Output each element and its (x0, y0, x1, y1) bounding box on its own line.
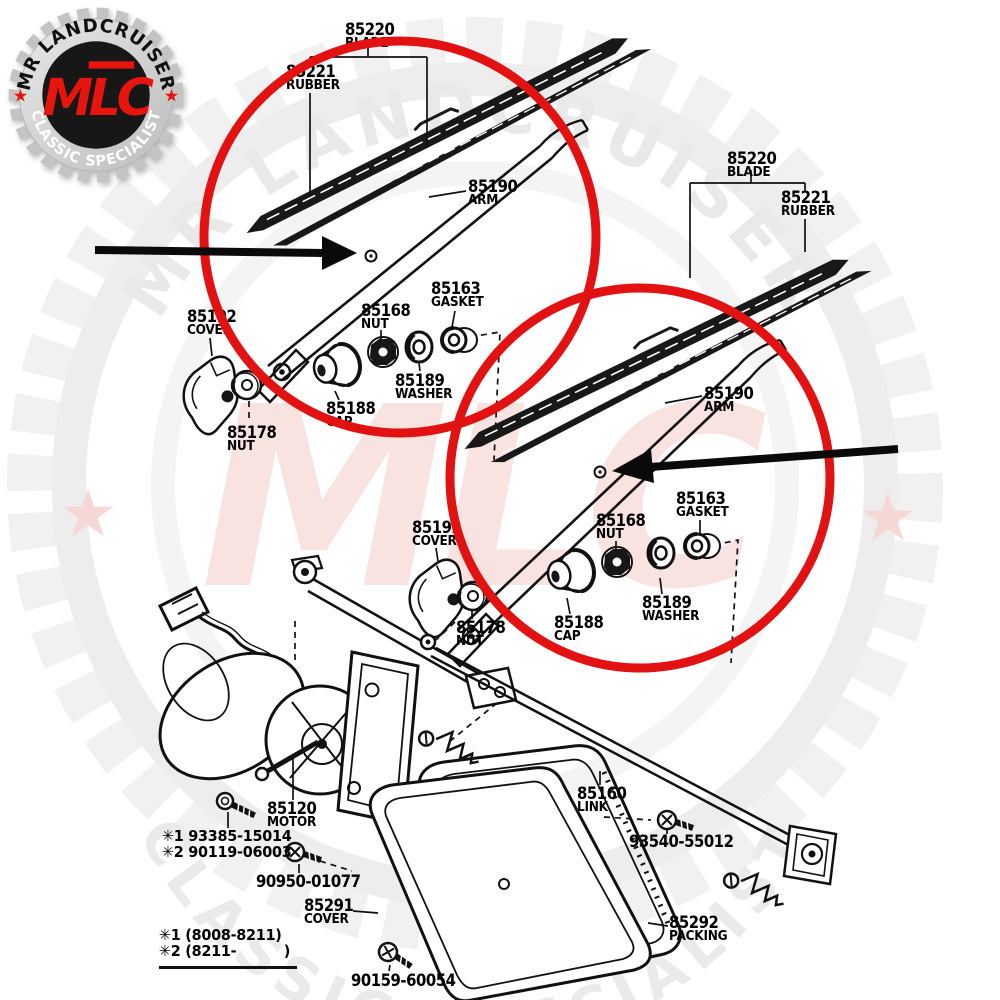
label-cover-screw: 90159-60054 (351, 971, 456, 990)
svg-text:MR LANDCRUISER: MR LANDCRUISER (14, 15, 179, 93)
svg-text:CLASSIC SPECIALIST: CLASSIC SPECIALIST (27, 108, 164, 170)
note-motor-bolts: ✳1 93385-15014 ✳2 90119-06003 (162, 828, 292, 861)
cover-screw-part (376, 941, 415, 969)
arm-nut-1-part (367, 336, 399, 368)
badge-star-left-icon: ★ (13, 86, 28, 106)
arm-nut-2-part (601, 546, 633, 578)
part-number: 90950-01077 (256, 872, 361, 891)
highlight-circle-2 (445, 283, 835, 673)
badge-monogram-bar (88, 61, 135, 69)
part-name: NUT (456, 633, 484, 650)
label-tapping-screw: 93540-55012 (629, 832, 734, 851)
tapping-screw-part (658, 811, 693, 831)
part-name: BLADE (727, 164, 771, 181)
badge-monogram: MLC (43, 69, 154, 128)
badge-gear-edge (8, 7, 184, 183)
part-name: NUT (596, 526, 624, 543)
part-name: WASHER (395, 386, 453, 403)
part-name: NUT (227, 438, 255, 455)
badge-arc-top-text: MR LANDCRUISER (14, 15, 178, 93)
washer-1-part (406, 332, 432, 362)
wiper-blade-1-drawing (236, 15, 659, 261)
part-name: COVER (304, 911, 349, 928)
part-name: COVER (187, 322, 232, 339)
pivot-nut-2-part (456, 580, 489, 612)
wiper-motor-drawing (157, 585, 420, 826)
packing-drawing (417, 744, 682, 993)
watermark-star-left-icon: ★ (58, 475, 117, 552)
part-name: ARM (704, 399, 735, 416)
watermark-star-right-icon: ★ (858, 479, 917, 556)
badge-star-right-icon: ★ (164, 86, 180, 106)
part-name: RUBBER (286, 77, 340, 94)
note-underline (159, 966, 297, 969)
link-spring-screw-2 (720, 857, 789, 923)
part-name: PACKING (669, 928, 728, 945)
part-number: 93540-55012 (629, 832, 734, 851)
gasket-2-part (683, 532, 722, 560)
part-name: BLADE (345, 35, 389, 52)
badge-inner-disc (42, 41, 150, 149)
wiper-blade-2-drawing (454, 236, 879, 477)
arrow-left-icon (94, 236, 357, 270)
cap-1-part (308, 338, 366, 394)
part-name: ARM (468, 192, 499, 209)
part-number: 90159-60054 (351, 971, 456, 990)
wiper-arm-1-drawing (256, 118, 590, 404)
mr-landcruiser-badge: MR LANDCRUISER CLASSIC SPECIALIST ★ ★ ML… (8, 7, 184, 183)
part-name: GASKET (431, 294, 484, 311)
part-name: WASHER (642, 608, 700, 625)
part-name: GASKET (676, 504, 729, 521)
cap-2-part (542, 544, 600, 600)
watermark-gear-ring (7, 17, 943, 953)
link-spring-screw-1 (415, 715, 484, 781)
part-name: RUBBER (781, 203, 835, 220)
note-line: ✳2 (8211- ) (159, 941, 291, 960)
part-name: LINK (577, 799, 608, 816)
label-grommet-screw: 90950-01077 (256, 872, 361, 891)
part-name: CAP (554, 628, 581, 645)
pivot-nut-1-part (230, 369, 263, 401)
wiper-link-drawing (290, 554, 838, 923)
part-name: NUT (361, 316, 389, 333)
note-line: ✳2 90119-06003 (162, 842, 292, 861)
arrow-right-icon (612, 445, 899, 483)
badge-arc-bottom-text: CLASSIC SPECIALIST (27, 108, 163, 170)
note-production-range: ✳1 (8008-8211) ✳2 (8211- ) (159, 927, 291, 960)
gasket-1-part (440, 326, 479, 354)
washer-2-part (648, 538, 674, 568)
part-name: COVER (412, 533, 457, 550)
motor-bolt-part (214, 792, 257, 821)
part-name: CAP (326, 414, 353, 431)
